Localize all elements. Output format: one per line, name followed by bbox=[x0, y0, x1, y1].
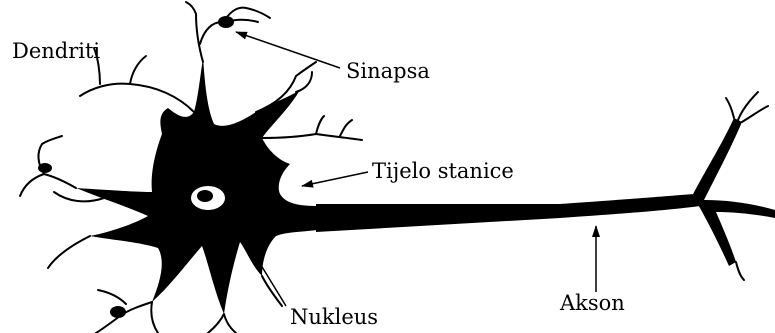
synapse-arrow bbox=[236, 32, 340, 68]
dendrites-label: Dendriti bbox=[12, 39, 100, 63]
axon-terminal bbox=[692, 118, 775, 266]
cell-body-label: Tijelo stanice bbox=[372, 159, 514, 183]
nucleus-highlight bbox=[210, 199, 220, 205]
nucleus-label: Nukleus bbox=[290, 305, 378, 329]
axon bbox=[316, 194, 700, 232]
nucleolus bbox=[197, 190, 213, 202]
axon-label: Akson bbox=[559, 291, 625, 315]
cell-body-arrow bbox=[302, 172, 368, 186]
synapse-label: Sinapsa bbox=[346, 59, 430, 83]
